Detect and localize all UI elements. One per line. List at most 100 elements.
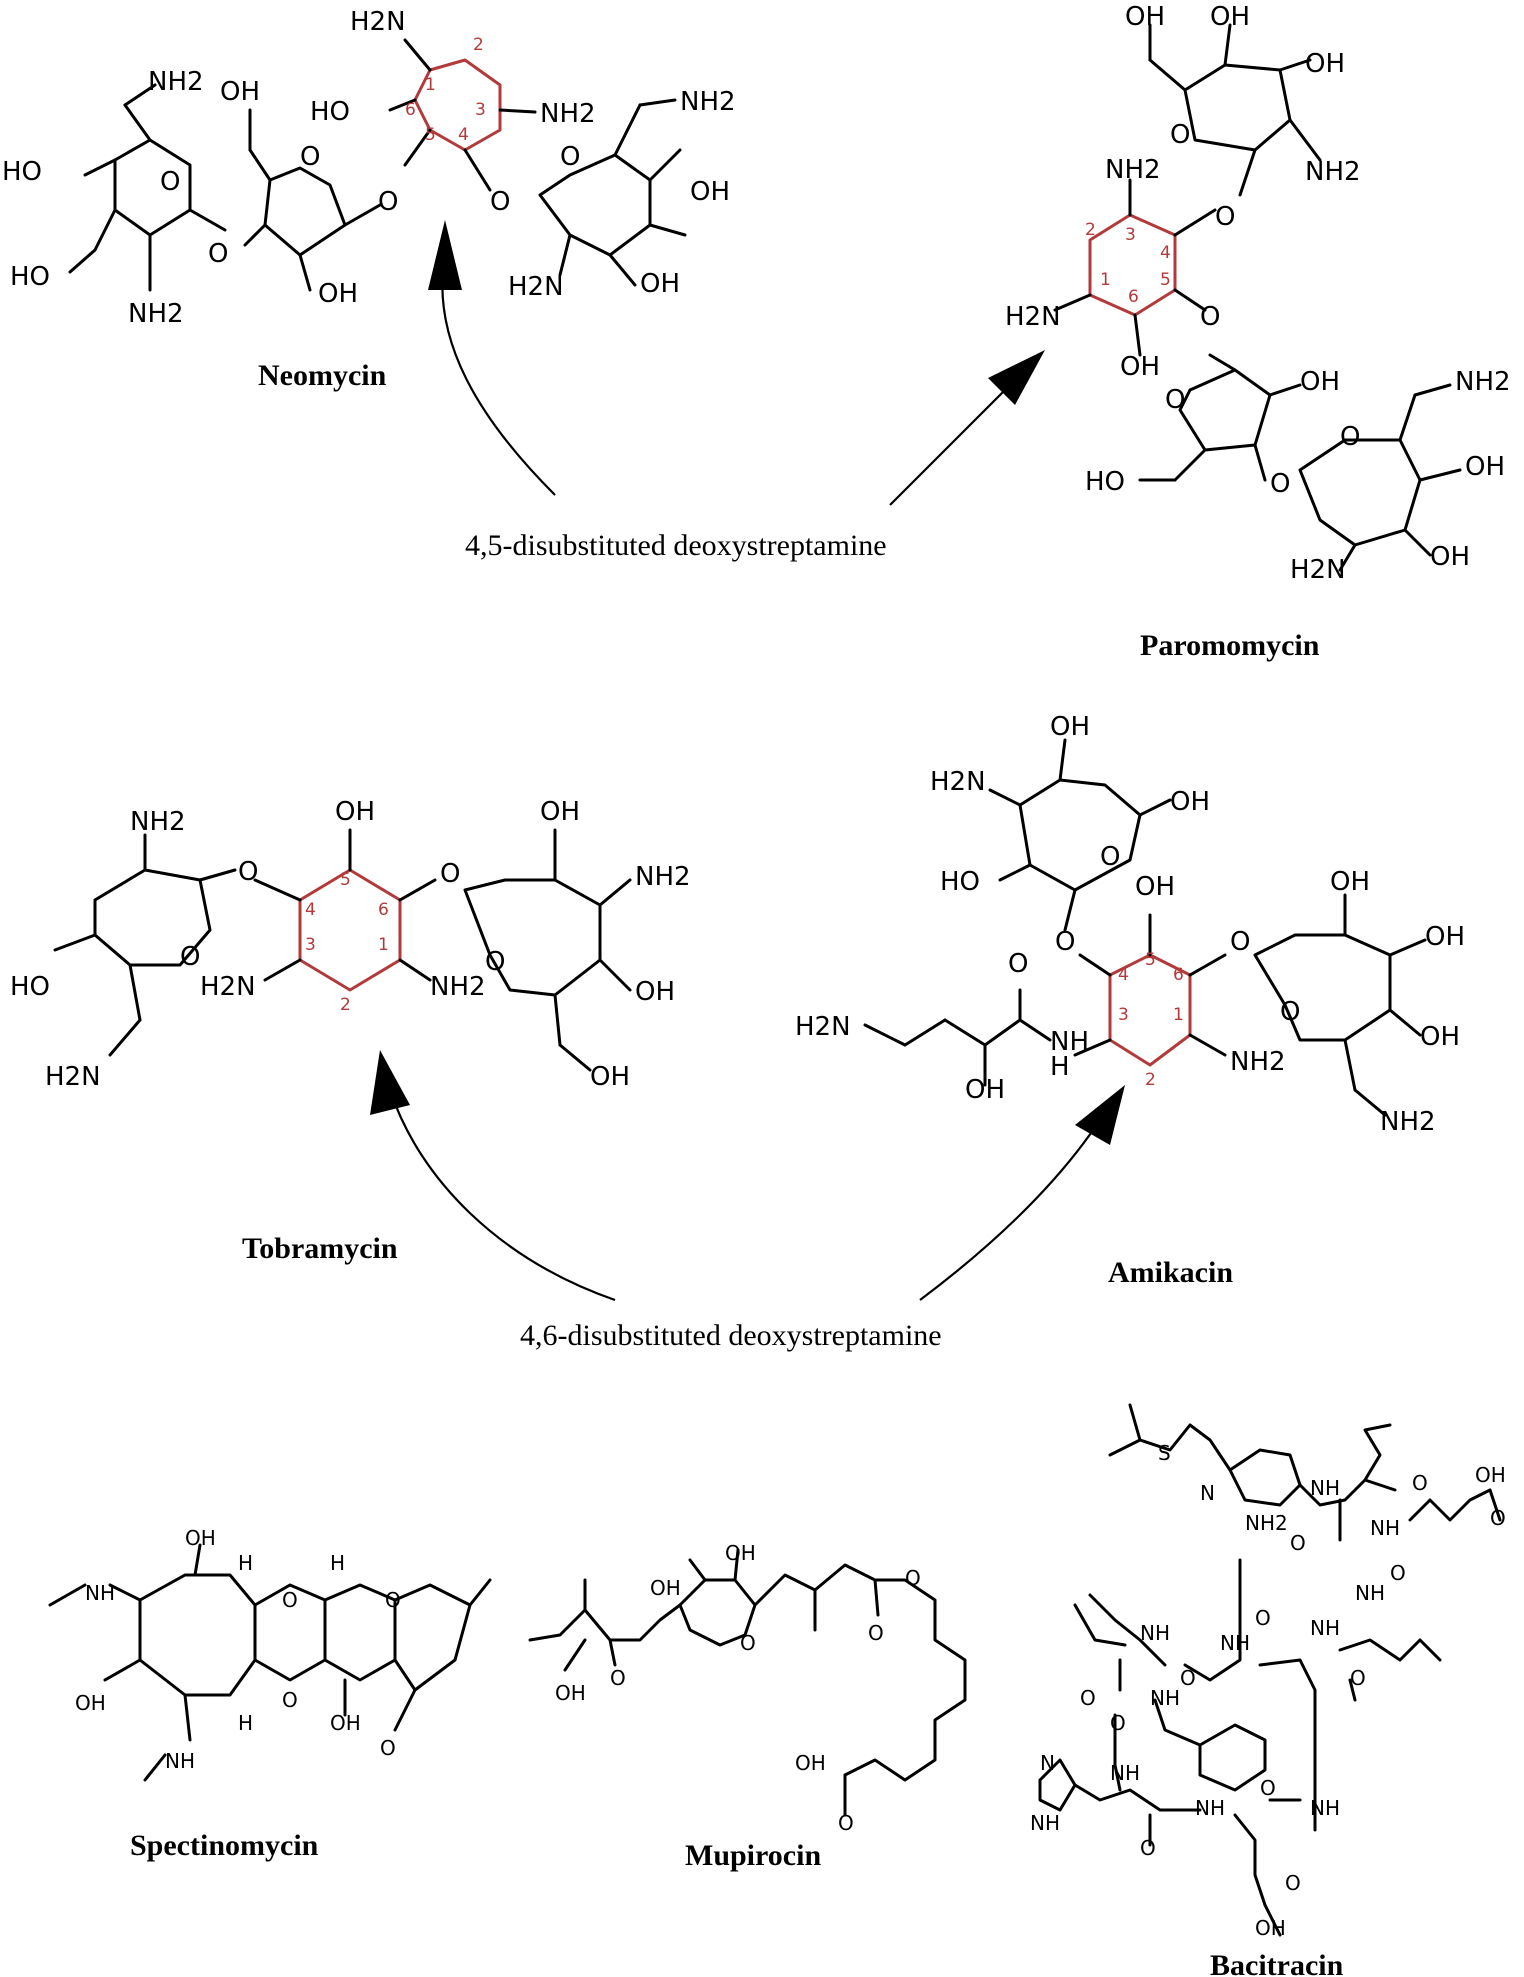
di45-caption: 4,5-disubstituted deoxystreptamine xyxy=(465,529,887,562)
oh-label: OH xyxy=(1300,367,1340,397)
oh-label: OH xyxy=(1465,452,1505,482)
ho-label: HO xyxy=(10,262,50,292)
h2n-label: H2N xyxy=(1290,555,1346,585)
o-label: O xyxy=(1055,927,1075,957)
ho-label: HO xyxy=(310,97,350,127)
o-label: O xyxy=(380,1736,396,1760)
spectinomycin-name: Spectinomycin xyxy=(130,1829,319,1862)
o-label: O xyxy=(1280,997,1300,1027)
oh-label: OH xyxy=(795,1751,826,1775)
neomycin-name: Neomycin xyxy=(258,359,387,392)
nh-label: NH xyxy=(85,1581,115,1605)
oh-label: OH xyxy=(1425,922,1465,952)
ring-number: 3 xyxy=(305,935,316,955)
h2n-label: H2N xyxy=(1005,302,1061,332)
oh-label: OH xyxy=(1430,542,1470,572)
nh-label: NH xyxy=(1150,1686,1180,1710)
o-label: O xyxy=(1285,1871,1301,1895)
ring-number: 5 xyxy=(425,125,436,145)
mupirocin-structure: OH O OH OH O O O OH O Mupirocin xyxy=(528,1541,967,1872)
o-label: O xyxy=(180,942,200,972)
nh2-label: NH2 xyxy=(1230,1047,1286,1077)
nh2-label: NH2 xyxy=(1305,157,1361,187)
oh-label: OH xyxy=(1255,1916,1286,1940)
o-label: O xyxy=(1180,1666,1196,1690)
ho-label: HO xyxy=(2,157,42,187)
h2n-label: H2N xyxy=(795,1012,851,1042)
o-label: O xyxy=(1350,1666,1366,1690)
o-label: O xyxy=(160,167,180,197)
o-label: O xyxy=(1255,1606,1271,1630)
o-label: O xyxy=(1215,202,1235,232)
o-label: O xyxy=(1412,1471,1428,1495)
oh-label: OH xyxy=(690,177,730,207)
ring-number: 1 xyxy=(1173,1005,1184,1025)
h2n-label: H2N xyxy=(350,7,406,37)
nh2-label: NH2 xyxy=(1245,1511,1288,1535)
o-label: O xyxy=(1165,385,1185,415)
ring-number: 5 xyxy=(340,870,351,890)
amikacin-structure: OH H2N OH HO O OH O O OH OH O OH NH2 NH2… xyxy=(795,712,1465,1289)
oh-label: OH xyxy=(540,797,580,827)
o-label: O xyxy=(610,1666,626,1690)
o-label: O xyxy=(1140,1836,1156,1860)
ring-number: 4 xyxy=(458,125,469,145)
nh2-label: NH2 xyxy=(1455,367,1511,397)
oh-label: OH xyxy=(640,269,680,299)
h2n-label: H2N xyxy=(200,972,256,1002)
ring-number: 3 xyxy=(1118,1005,1129,1025)
h-label: H xyxy=(238,1551,253,1575)
ring-number: 1 xyxy=(378,935,389,955)
o-label: O xyxy=(208,239,228,269)
mupirocin-name: Mupirocin xyxy=(685,1839,821,1872)
o-label: O xyxy=(1290,1531,1306,1555)
nh2-label: NH2 xyxy=(148,67,204,97)
nh2-label: NH2 xyxy=(1380,1107,1436,1137)
ho-label: HO xyxy=(940,867,980,897)
h2n-label: H2N xyxy=(930,767,986,797)
nh2-label: NH2 xyxy=(128,299,184,329)
oh-label: OH xyxy=(965,1075,1005,1105)
o-label: O xyxy=(300,142,320,172)
nh2-label: NH2 xyxy=(430,972,486,1002)
o-label: O xyxy=(1080,1686,1096,1710)
ho-label: HO xyxy=(1085,467,1125,497)
o-label: O xyxy=(1110,1711,1126,1735)
h2n-label: H2N xyxy=(45,1062,101,1092)
s-label: S xyxy=(1158,1441,1171,1465)
nh-label: NH xyxy=(1195,1796,1225,1820)
o-label: O xyxy=(1170,120,1190,150)
ring-number: 6 xyxy=(378,900,389,920)
oh-label: OH xyxy=(330,1711,361,1735)
nh-label: NH xyxy=(1030,1811,1060,1835)
h-label: H xyxy=(330,1551,345,1575)
ring-number: 3 xyxy=(1125,225,1136,245)
nh2-label: NH2 xyxy=(130,807,186,837)
o-label: O xyxy=(282,1688,298,1712)
nh-label: NH xyxy=(1310,1796,1340,1820)
oh-label: OH xyxy=(650,1576,681,1600)
h-label: H xyxy=(238,1711,253,1735)
ring-number: 4 xyxy=(1160,243,1171,263)
paromomycin-structure: OH OH OH O NH2 NH2 O H2N O OH O OH HO O … xyxy=(1005,2,1511,662)
oh-label: OH xyxy=(1475,1463,1506,1487)
o-label: O xyxy=(1100,842,1120,872)
o-label: O xyxy=(868,1621,884,1645)
nh-label: NH xyxy=(1140,1621,1170,1645)
oh-label: OH xyxy=(590,1062,630,1092)
oh-label: OH xyxy=(555,1681,586,1705)
o-label: O xyxy=(1340,422,1360,452)
di46-caption: 4,6-disubstituted deoxystreptamine xyxy=(520,1319,942,1352)
tobramycin-name: Tobramycin xyxy=(242,1232,398,1265)
o-label: O xyxy=(905,1566,921,1590)
oh-label: OH xyxy=(335,797,375,827)
di46-arrows: 4,6-disubstituted deoxystreptamine xyxy=(370,1050,1125,1352)
n-label: N xyxy=(1200,1481,1215,1505)
o-label: O xyxy=(1230,927,1250,957)
nh2-label: NH2 xyxy=(635,862,691,892)
ring-number: 1 xyxy=(1100,270,1111,290)
oh-label: OH xyxy=(220,77,260,107)
o-label: O xyxy=(1490,1506,1506,1530)
o-label: O xyxy=(838,1811,854,1835)
oh-label: OH xyxy=(1210,2,1250,32)
